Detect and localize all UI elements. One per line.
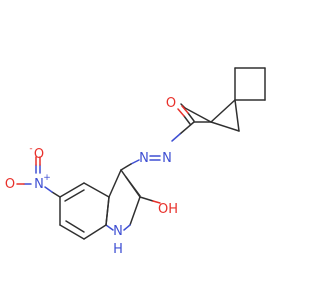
cyclopropane-ring [210, 99, 240, 132]
benzene-ring [59, 182, 110, 240]
atom-nh-n: N [113, 224, 123, 239]
cyclobutane-ring [234, 67, 266, 101]
azo-to-indole-bond [120, 159, 140, 171]
nitro-plus-charge: + [43, 173, 51, 183]
carbonyl-double-bond [177, 105, 195, 125]
atom-nh-h: H [113, 242, 123, 257]
atom-o-nitro-top: O [34, 147, 44, 162]
c2-c3-double-bond [125, 176, 141, 197]
atom-n-nitro: N [34, 177, 44, 192]
atom-oh: OH [158, 202, 178, 217]
nitro-bonds [16, 156, 61, 198]
molecule-canvas: O N N N + O - O OH N H [5, 67, 266, 257]
c2-hydroxyl-bond [139, 196, 161, 204]
carbonyl-group [180, 103, 212, 123]
amide-to-azo-bond [171, 121, 195, 142]
atom-n-azo-lower: N [139, 151, 149, 166]
azo-double-bond [149, 155, 161, 161]
nitro-minus-charge: - [29, 144, 32, 154]
pyrrole-ring [105, 169, 141, 231]
atom-o-nitro-left: O [5, 177, 15, 192]
molecule-structure: O N N N + O - O OH N H [5, 67, 266, 257]
atom-n-azo-upper: N [162, 151, 172, 166]
atom-o-carbonyl: O [166, 96, 176, 111]
